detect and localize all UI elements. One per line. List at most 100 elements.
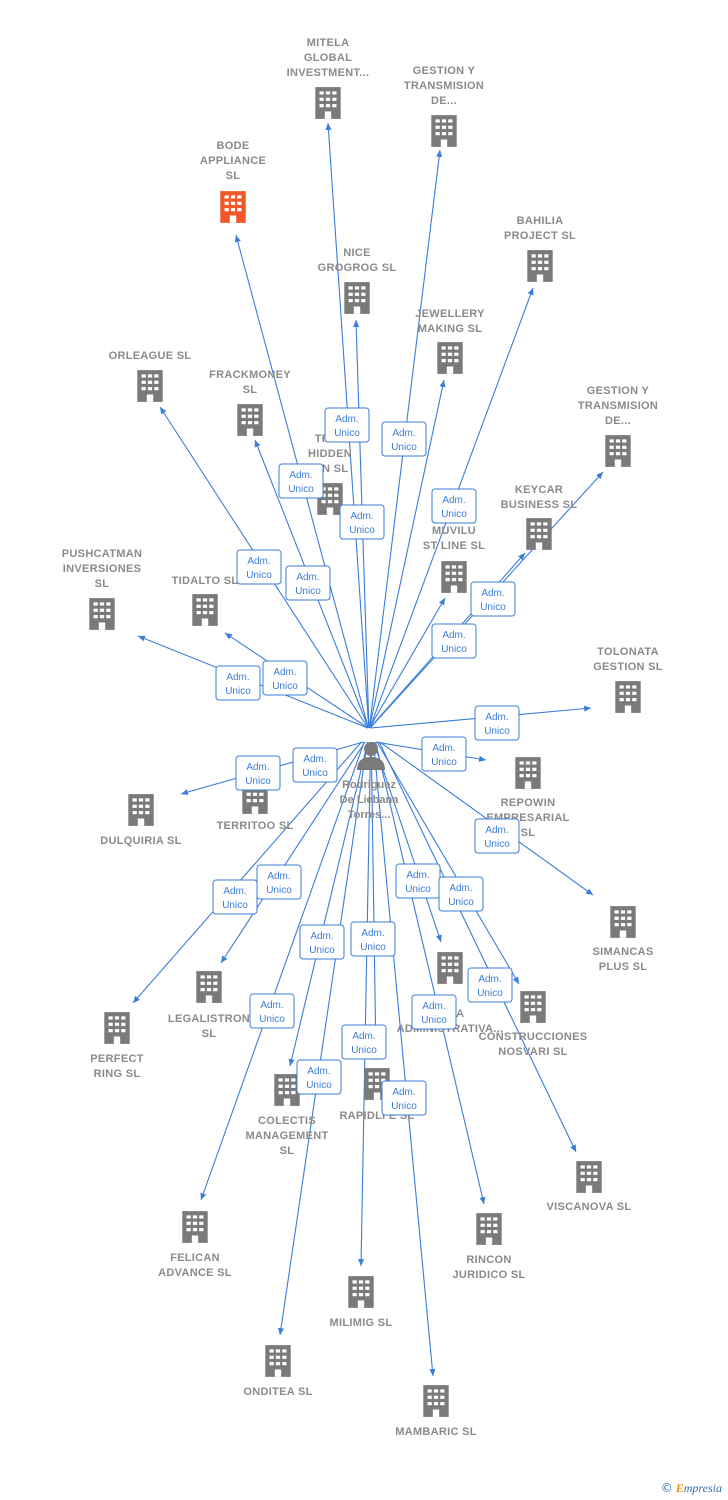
company-label-line: JEWELLERY	[415, 308, 485, 320]
svg-text:Unico: Unico	[306, 1080, 332, 1091]
svg-text:Unico: Unico	[334, 428, 360, 439]
svg-text:Adm.: Adm.	[481, 588, 504, 599]
company-label-line: INVERSIONES	[63, 563, 142, 575]
company-label-line: GROGROG SL	[318, 262, 397, 274]
svg-text:Adm.: Adm.	[449, 883, 472, 894]
building-icon	[423, 1385, 449, 1417]
company-label-line: MAKING SL	[418, 323, 482, 335]
svg-text:Adm.: Adm.	[247, 556, 270, 567]
company-node-orleague[interactable]: ORLEAGUE SL	[109, 350, 192, 402]
svg-text:Unico: Unico	[448, 897, 474, 908]
svg-text:Adm.: Adm.	[335, 414, 358, 425]
svg-text:Unico: Unico	[360, 942, 386, 953]
edge-legalistron	[220, 741, 366, 964]
svg-text:Adm.: Adm.	[273, 667, 296, 678]
svg-text:Adm.: Adm.	[350, 511, 373, 522]
role-badge-mambaric: Adm.Unico	[381, 1080, 427, 1116]
role-badge-tolonata: Adm.Unico	[474, 705, 520, 741]
company-label-line: GESTION SL	[593, 661, 663, 673]
company-label-line: CONSTRUCCIONES	[479, 1031, 588, 1043]
company-node-mambaric[interactable]: MAMBARIC SL	[395, 1385, 477, 1438]
company-label-line: TERRITOO SL	[216, 820, 293, 832]
edge-perfect	[132, 741, 362, 1004]
company-node-gestion2[interactable]: GESTION YTRANSMISIONDE...	[578, 385, 658, 467]
company-label-line: INVESTMENT...	[287, 67, 370, 79]
edge-construcciones	[376, 741, 520, 985]
company-label-line: ST LINE SL	[423, 540, 485, 552]
svg-text:Adm.: Adm.	[485, 825, 508, 836]
company-label-line: TRANSMISION	[404, 80, 484, 92]
company-label-line: SL	[95, 578, 110, 590]
person-name-line-1: Rodriguez	[342, 779, 396, 791]
svg-text:Unico: Unico	[246, 570, 272, 581]
company-node-onditea[interactable]: ONDITEA SL	[243, 1345, 312, 1398]
svg-text:Unico: Unico	[259, 1014, 285, 1025]
role-badge-frackmoney: Adm.Unico	[278, 463, 324, 499]
company-label-line: TOLONATA	[597, 646, 659, 658]
company-label-line: SL	[243, 384, 258, 396]
person-node[interactable]: Rodriguez De Liebana Torres...	[340, 742, 400, 821]
svg-text:Adm.: Adm.	[307, 1066, 330, 1077]
role-badge-simancas: Adm.Unico	[474, 818, 520, 854]
role-badge-perfect: Adm.Unico	[212, 879, 258, 915]
role-badge-construcciones: Adm. Unico	[438, 876, 484, 912]
svg-text:Adm.: Adm.	[432, 743, 455, 754]
company-label-line: MAMBARIC SL	[395, 1426, 477, 1438]
building-icon	[220, 191, 246, 223]
company-node-milimig[interactable]: MILIMIG SL	[330, 1276, 393, 1329]
role-badge-tidalto: Adm.Unico	[262, 660, 308, 696]
building-icon	[520, 991, 546, 1023]
building-icon	[274, 1074, 300, 1106]
company-node-viscanova[interactable]: VISCANOVA SL	[547, 1161, 632, 1213]
company-node-gestion1[interactable]: GESTION YTRANSMISIONDE...	[404, 65, 484, 147]
building-icon	[431, 115, 457, 147]
company-node-dulquiria[interactable]: DULQUIRIA SL	[100, 794, 181, 847]
svg-text:Adm.: Adm.	[392, 428, 415, 439]
role-badge-colectis: Adm.Unico	[299, 924, 345, 960]
svg-text:Adm.: Adm.	[303, 754, 326, 765]
company-label-line: BAHILIA	[517, 215, 564, 227]
company-label-line: KEYCAR	[515, 484, 563, 496]
company-node-territoo[interactable]: TERRITOO SL	[216, 782, 293, 832]
copyright-symbol: ©	[660, 1481, 673, 1495]
building-icon	[515, 757, 541, 789]
brand-initial: E	[675, 1481, 684, 1495]
svg-text:Unico: Unico	[441, 509, 467, 520]
company-label-line: SL	[226, 170, 241, 182]
company-node-tidalto[interactable]: TIDALTO SL	[172, 575, 239, 626]
edge-muvilu	[368, 597, 446, 729]
person-name-line-3: Torres...	[348, 809, 391, 821]
role-badge-keycar: Adm.Unico	[431, 623, 477, 659]
role-badge-orleague: Adm. Unico	[236, 549, 282, 585]
company-label-line: COLECTIS	[258, 1115, 316, 1127]
company-node-jewellery[interactable]: JEWELLERY MAKING SL	[415, 308, 485, 374]
role-badge-repowin: Adm. Unico	[421, 736, 467, 772]
svg-text:Adm.: Adm.	[267, 871, 290, 882]
company-label-line: SIMANCAS	[592, 946, 653, 958]
company-label-line: APPLIANCE	[200, 155, 266, 167]
company-node-mitela[interactable]: MITELAGLOBALINVESTMENT...	[287, 37, 370, 119]
company-label-line: ORLEAGUE SL	[109, 350, 192, 362]
person-icon	[357, 742, 385, 770]
svg-text:Unico: Unico	[309, 945, 335, 956]
company-node-tolonata[interactable]: TOLONATA GESTION SL	[593, 646, 663, 713]
svg-text:Unico: Unico	[431, 757, 457, 768]
svg-text:Adm.: Adm.	[442, 630, 465, 641]
building-icon	[476, 1213, 502, 1245]
svg-text:Unico: Unico	[484, 726, 510, 737]
edge-rapidli	[370, 741, 379, 1061]
